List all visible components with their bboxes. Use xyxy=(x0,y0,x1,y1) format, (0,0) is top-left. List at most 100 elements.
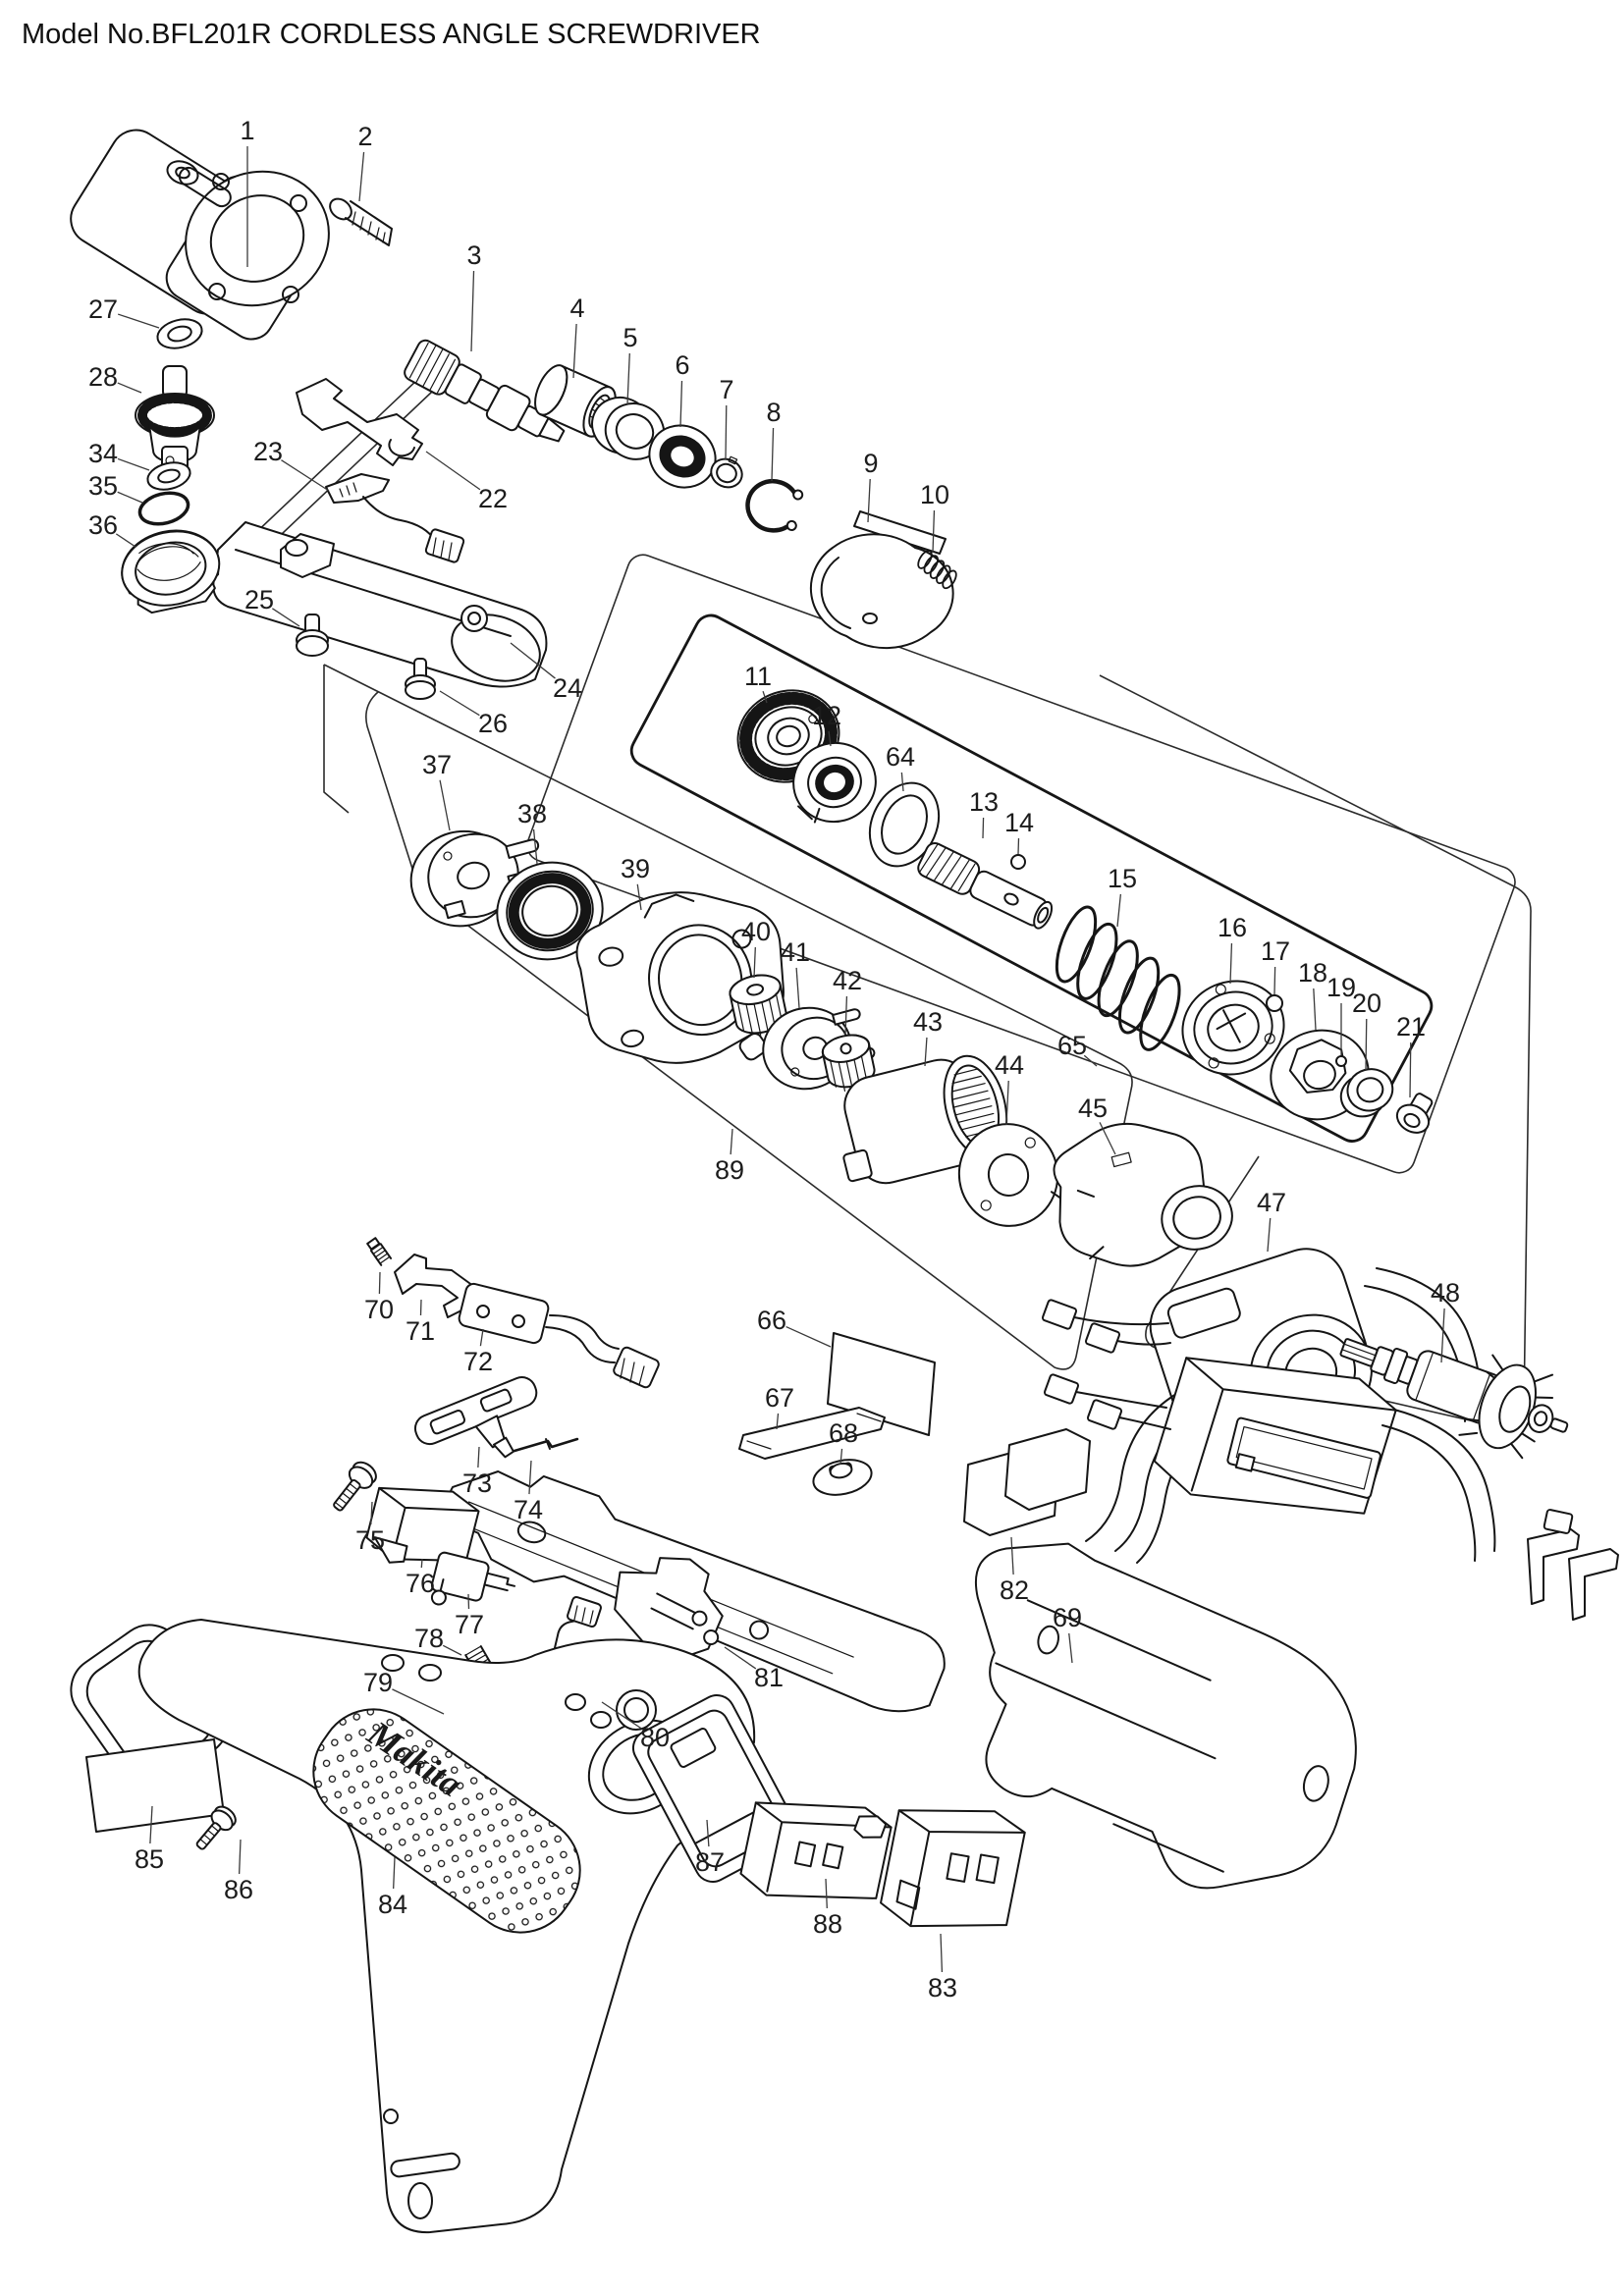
part-label-34: 34 xyxy=(88,439,118,468)
part-label-22: 22 xyxy=(478,484,508,513)
leader-line-7 xyxy=(725,404,728,460)
part-34-washer xyxy=(146,461,191,491)
part-label-88: 88 xyxy=(813,1909,842,1939)
leader-line-86 xyxy=(238,1839,242,1875)
part-label-15: 15 xyxy=(1108,864,1137,893)
part-44-disc xyxy=(957,1123,1068,1227)
leader-line-35 xyxy=(117,491,143,504)
part-label-24: 24 xyxy=(553,673,582,703)
part-label-73: 73 xyxy=(462,1468,492,1498)
part-label-47: 47 xyxy=(1257,1188,1286,1217)
leader-line-23 xyxy=(281,459,330,492)
part-label-43: 43 xyxy=(913,1007,943,1037)
leader-line-43 xyxy=(924,1037,928,1067)
part-label-86: 86 xyxy=(224,1875,253,1904)
part-label-71: 71 xyxy=(406,1316,435,1346)
leader-line-83 xyxy=(940,1933,944,1973)
part-36-ring-nut xyxy=(121,529,221,614)
leader-line-68 xyxy=(839,1448,843,1466)
leader-line-64 xyxy=(900,772,904,792)
part-8-snap-ring xyxy=(745,479,804,533)
part-37-spindle-hub xyxy=(409,829,545,928)
leader-line-18 xyxy=(1313,988,1317,1031)
leader-line-47 xyxy=(1267,1217,1272,1253)
leader-line-38 xyxy=(532,828,538,865)
part-label-9: 9 xyxy=(863,449,878,478)
part-label-82: 82 xyxy=(1000,1575,1029,1605)
part-label-41: 41 xyxy=(781,937,810,967)
part-9-bearing-box xyxy=(809,510,954,650)
part-label-18: 18 xyxy=(1298,958,1327,988)
part-13-shaft xyxy=(917,842,1054,930)
leader-line-48 xyxy=(1440,1308,1445,1363)
leader-line-36 xyxy=(115,533,136,548)
leader-line-80 xyxy=(601,1701,643,1730)
part-14-ball xyxy=(1010,854,1026,870)
part-76-cover-box xyxy=(365,1486,480,1564)
part-71-clip xyxy=(394,1254,474,1318)
part-83-terminal-block xyxy=(880,1809,1026,1928)
battery-contact-strips xyxy=(1527,1509,1619,1621)
leader-line-27 xyxy=(117,313,160,329)
part-label-83: 83 xyxy=(928,1973,957,2002)
leader-line-66 xyxy=(785,1325,832,1348)
part-label-75: 75 xyxy=(355,1525,385,1555)
part-label-77: 77 xyxy=(455,1610,484,1639)
leader-line-78 xyxy=(442,1644,462,1656)
part-75-screw xyxy=(333,1461,377,1512)
part-label-45: 45 xyxy=(1078,1094,1108,1123)
part-24-base-plate xyxy=(212,521,548,688)
leader-line-39 xyxy=(636,883,642,911)
controller-module xyxy=(1041,1299,1619,1621)
leader-line-12 xyxy=(828,730,832,747)
leader-line-13 xyxy=(982,817,985,839)
part-73-slide-lever xyxy=(413,1376,538,1459)
part-11-bevel-gear xyxy=(736,689,840,783)
part-label-37: 37 xyxy=(422,750,452,779)
part-40-pinion xyxy=(729,974,787,1036)
leader-line-9 xyxy=(867,478,871,523)
part-label-6: 6 xyxy=(675,350,689,380)
part-label-78: 78 xyxy=(414,1624,444,1653)
part-label-28: 28 xyxy=(88,362,118,392)
part-5-seal-ring xyxy=(591,396,666,460)
part-39-gear-housing xyxy=(575,891,785,1064)
part-label-42: 42 xyxy=(833,966,862,995)
part-23-contact xyxy=(325,473,465,563)
leader-line-10 xyxy=(932,509,936,554)
leader-line-22 xyxy=(425,451,481,491)
part-label-68: 68 xyxy=(829,1418,858,1448)
leader-line-75 xyxy=(370,1501,373,1525)
leader-line-65 xyxy=(1083,1054,1098,1067)
part-88-terminal-block xyxy=(739,1801,893,1899)
leader-line-82 xyxy=(1010,1536,1014,1575)
part-label-76: 76 xyxy=(406,1569,435,1598)
part-label-27: 27 xyxy=(88,294,118,324)
part-21-screw xyxy=(1395,1093,1434,1134)
part-15-spring xyxy=(1055,905,1181,1051)
leader-line-28 xyxy=(117,382,142,394)
part-label-17: 17 xyxy=(1261,936,1290,966)
part-35-o-ring xyxy=(137,491,190,526)
part-label-10: 10 xyxy=(920,480,949,509)
part-27-washer xyxy=(156,318,203,349)
part-label-64: 64 xyxy=(886,742,915,772)
part-label-21: 21 xyxy=(1396,1012,1426,1041)
part-84-housing-left: Makita xyxy=(70,1619,756,2234)
leader-line-89 xyxy=(730,1128,733,1155)
leader-line-26 xyxy=(439,690,480,717)
part-label-69: 69 xyxy=(1053,1603,1082,1632)
leader-line-25 xyxy=(272,608,300,627)
leader-line-67 xyxy=(776,1413,780,1430)
leader-line-34 xyxy=(117,457,150,471)
part-7-ring xyxy=(710,455,743,489)
leader-line-14 xyxy=(1017,837,1020,855)
leader-line-20 xyxy=(1365,1018,1368,1071)
part-label-3: 3 xyxy=(466,240,481,270)
part-22-bracket xyxy=(296,378,423,466)
part-label-12: 12 xyxy=(812,701,841,730)
part-label-65: 65 xyxy=(1057,1031,1087,1060)
part-label-11: 11 xyxy=(744,662,772,691)
part-label-23: 23 xyxy=(253,437,283,466)
